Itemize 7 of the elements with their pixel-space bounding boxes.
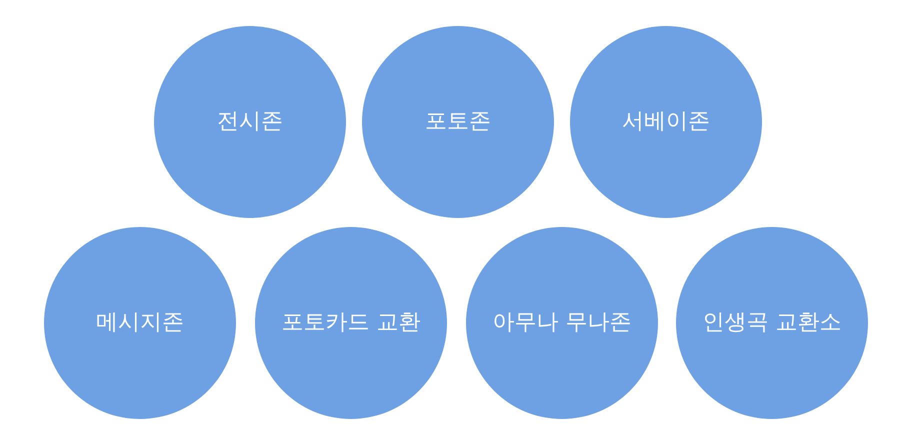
zone-label: 메시지존 (96, 310, 184, 336)
zone-label: 아무나 무나존 (492, 310, 632, 336)
zone-label: 인생곡 교환소 (702, 310, 842, 336)
zone-label: 전시존 (217, 108, 283, 136)
zone-label: 포토카드 교환 (282, 310, 420, 336)
zone-label: 포토존 (425, 108, 491, 136)
zone-label: 서베이존 (622, 108, 710, 136)
